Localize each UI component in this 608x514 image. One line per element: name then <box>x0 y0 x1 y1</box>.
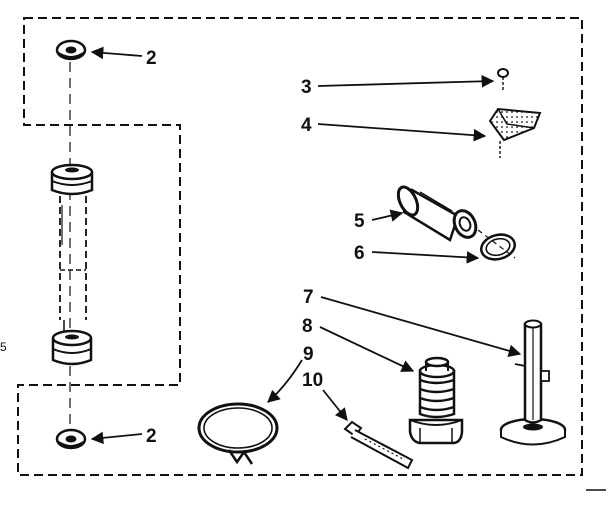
hose-clamp-drawing <box>197 402 279 465</box>
screw-drawing <box>497 68 509 92</box>
callout-part-10: 10 <box>302 370 323 391</box>
leader-part-2-bottom <box>90 431 143 445</box>
callout-part-6: 6 <box>354 243 365 264</box>
clip-drawing <box>488 107 542 158</box>
filter-drawing <box>396 185 516 259</box>
kit-boundary <box>17 17 583 476</box>
callout-part-4: 4 <box>301 115 312 136</box>
leader-part-3 <box>317 75 495 88</box>
leader-part-2-top <box>90 46 143 60</box>
leader-part-9 <box>267 359 303 403</box>
hose-assembly-drawing <box>50 163 94 366</box>
cable-tie-drawing <box>343 420 414 470</box>
leader-lines <box>90 46 522 445</box>
leader-part-10 <box>322 389 348 421</box>
leader-part-8 <box>319 326 415 372</box>
callout-part-2-bottom: 2 <box>146 426 157 447</box>
leveling-leg-drawing <box>499 319 567 446</box>
callout-part-2-top: 2 <box>146 48 157 69</box>
callout-part-7: 7 <box>303 287 314 308</box>
leader-part-6 <box>371 251 480 264</box>
o-ring-drawing <box>480 233 516 261</box>
callout-part-8: 8 <box>302 316 313 337</box>
washer-bottom-drawing <box>55 428 87 450</box>
callout-part-3: 3 <box>301 77 312 98</box>
leader-part-5 <box>371 209 404 222</box>
leader-part-4 <box>317 123 487 142</box>
callout-part-9: 9 <box>303 344 314 365</box>
washer-top-drawing <box>55 39 87 61</box>
margin-mark: 5 <box>0 340 7 354</box>
threaded-foot-drawing <box>408 356 464 445</box>
callout-part-5: 5 <box>354 211 365 232</box>
leader-part-7 <box>320 296 522 357</box>
